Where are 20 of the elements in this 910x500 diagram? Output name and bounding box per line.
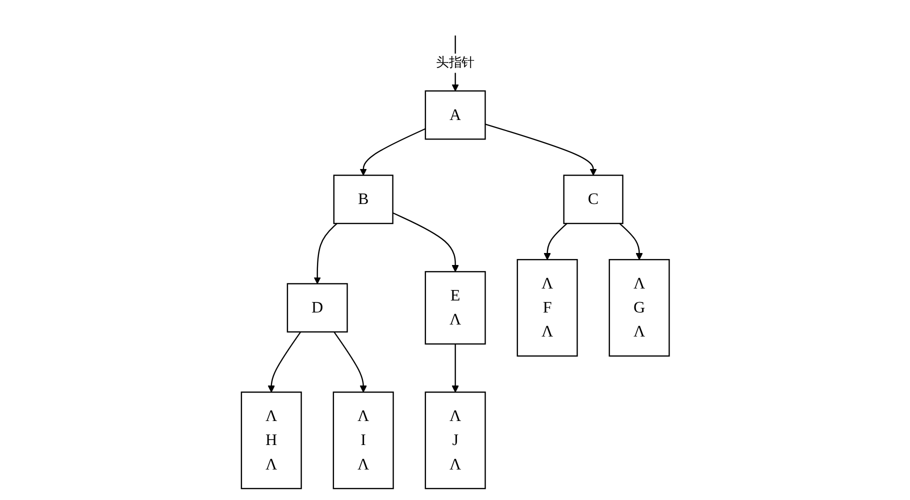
node-box: Λ I Λ <box>332 392 394 490</box>
arrow <box>268 332 301 392</box>
arrow <box>618 223 642 260</box>
arrow <box>543 223 568 260</box>
arrow <box>333 332 367 392</box>
node-box: Λ J Λ <box>424 392 486 490</box>
node-box: A <box>424 90 486 140</box>
node-box: B <box>332 174 394 224</box>
arrow <box>313 223 338 284</box>
arrow <box>484 124 596 176</box>
arrow <box>451 344 459 392</box>
node-box: D <box>286 283 348 333</box>
edge-label: 头指针 <box>436 56 474 70</box>
arrow <box>359 128 426 176</box>
node-box: Λ G Λ <box>608 259 670 357</box>
node-box: Λ H Λ <box>240 392 302 490</box>
node-box: Λ F Λ <box>516 259 578 357</box>
node-box: E Λ <box>424 271 486 345</box>
arrow <box>392 212 459 272</box>
node-box: C <box>562 174 624 224</box>
